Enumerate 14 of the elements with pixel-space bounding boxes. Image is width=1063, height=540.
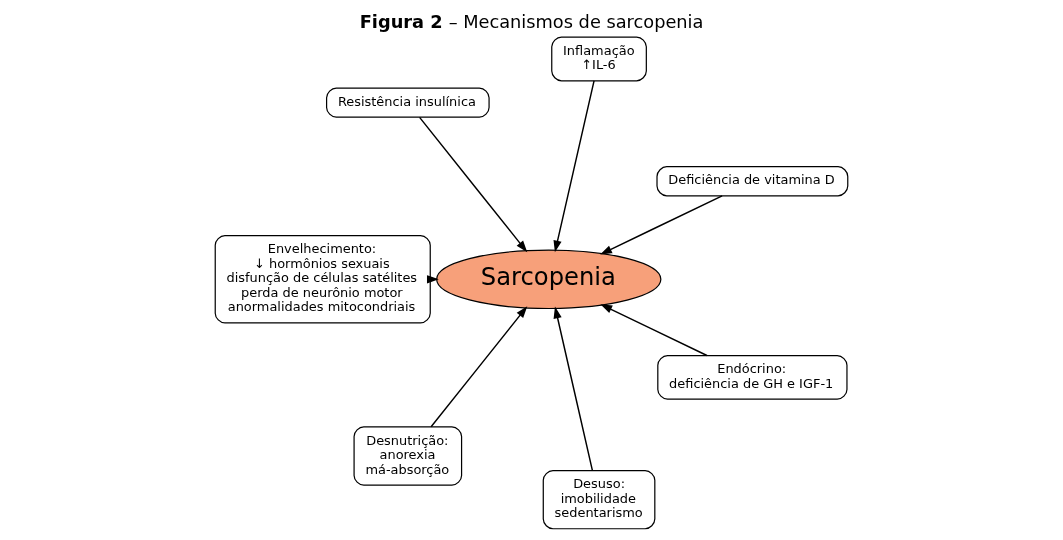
arrow bbox=[418, 116, 528, 253]
arrow bbox=[430, 306, 528, 428]
node-box: Desnutrição: anorexia má-absorção bbox=[353, 426, 463, 486]
arrow bbox=[600, 304, 708, 357]
node-ellipse: Sarcopenia bbox=[436, 249, 662, 310]
arrow bbox=[600, 195, 723, 255]
node-box: Inflamação ↑IL-6 bbox=[551, 36, 647, 82]
node-box: Resistência insulínica bbox=[326, 87, 490, 118]
diagram-title: Figura 2 – Mecanismos de sarcopenia bbox=[359, 10, 704, 32]
node-box: Endócrino: deficiência de GH e IGF-1 bbox=[657, 354, 848, 400]
node-box: Desuso: imobilidade sedentarismo bbox=[542, 469, 656, 530]
node-box: Deficiência de vitamina D bbox=[656, 166, 849, 197]
arrow bbox=[553, 80, 595, 253]
arrow bbox=[553, 306, 594, 472]
